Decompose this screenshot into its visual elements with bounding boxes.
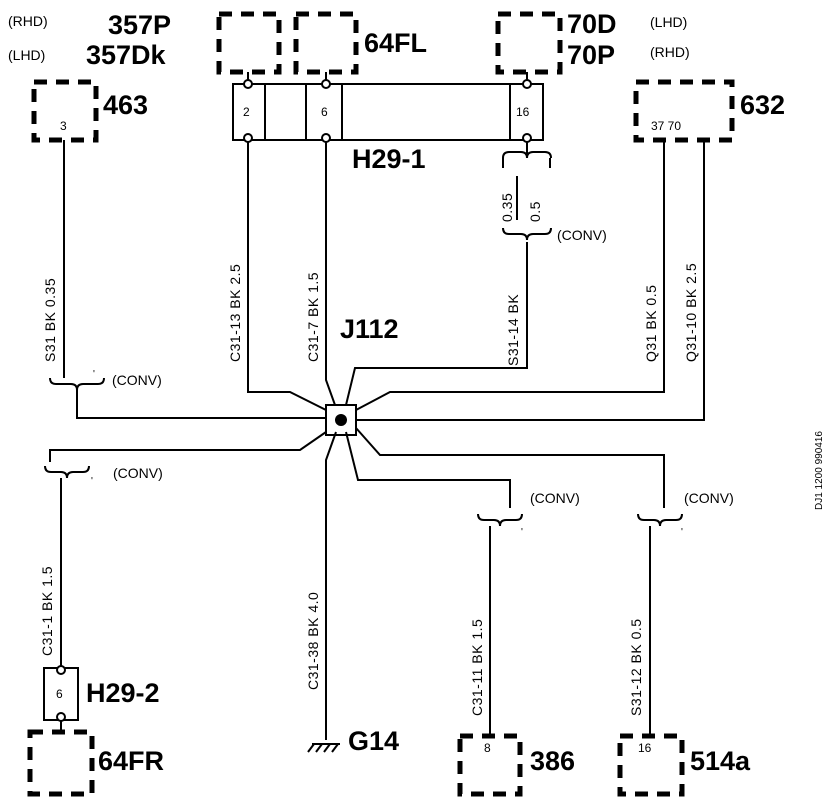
pin-terminal	[243, 133, 253, 143]
pin-terminal	[321, 133, 331, 143]
component-357dk-label: 357Dk	[86, 40, 167, 70]
wire-c31-38-label: C31-38 BK 4.0	[305, 592, 321, 690]
wire-c31-38[interactable]: C31-38 BK 4.0	[305, 431, 337, 740]
component-70-outline	[495, 11, 563, 75]
wire-c31-1-label: C31-1 BK 1.5	[39, 566, 55, 656]
component-463-label: 463	[103, 90, 148, 120]
connector-h29-2-body	[43, 667, 79, 721]
wire-q31-632-label: Q31 BK 0.5	[643, 285, 659, 362]
wire-s31-463[interactable]: S31 BK 0.35	[42, 140, 326, 419]
connector-h29-2-label: H29-2	[86, 678, 160, 708]
connector-h29-1-body	[232, 83, 544, 141]
conv-label-386: (CONV)	[530, 490, 580, 506]
splice-j112[interactable]: J112	[325, 314, 399, 436]
component-357-outline	[216, 11, 282, 75]
component-70[interactable]: 70D 70P (LHD) (RHD)	[495, 9, 690, 84]
pin-terminal	[243, 79, 253, 89]
wire-s31-12-label: S31-12 BK 0.5	[628, 618, 644, 716]
diagram-reference-code: DJ1 1200 990416	[814, 431, 825, 510]
pin-terminal	[321, 79, 331, 89]
h29-1-pin-2: 2	[243, 105, 250, 119]
svg-text:': '	[681, 527, 683, 538]
component-357-variant-lhd: (LHD)	[8, 47, 45, 63]
wire-c31-1[interactable]: ' (CONV) C31-1 BK 1.5	[39, 431, 327, 668]
component-514a-outline	[617, 733, 685, 797]
component-64fr-outline	[27, 729, 95, 797]
component-632-label: 632	[740, 90, 785, 120]
ground-g14-label: G14	[348, 726, 399, 756]
component-357p-label: 357P	[108, 10, 171, 40]
pin-terminal	[522, 79, 532, 89]
wire-q31-632[interactable]: Q31 BK 0.5	[355, 140, 665, 411]
svg-text:': '	[521, 527, 523, 538]
pin-terminal	[522, 133, 532, 143]
wire-q31-10[interactable]: Q31-10 BK 2.5	[356, 140, 705, 421]
wire-alt-0-35: 0.35	[499, 193, 515, 222]
connector-h29-2[interactable]: 6 H29-2	[43, 665, 160, 732]
component-70-variant-rhd: (RHD)	[650, 44, 690, 60]
wire-s31-14-label: S31-14 BK	[505, 294, 521, 366]
component-64fl-outline	[293, 11, 359, 75]
conv-label-514a: (CONV)	[684, 490, 734, 506]
svg-text:': '	[91, 476, 93, 487]
h29-2-pin: 6	[56, 687, 63, 701]
component-514a-pin: 16	[638, 741, 652, 755]
splice-j112-label: J112	[340, 314, 399, 344]
wire-c31-7[interactable]: C31-7 BK 1.5	[305, 142, 336, 406]
wire-s31-14[interactable]: 0.35 0.5 (CONV) S31-14 BK	[345, 142, 607, 406]
splice-dot	[335, 414, 347, 426]
wire-c31-11[interactable]: ' (CONV) C31-11 BK 1.5	[345, 431, 580, 736]
wire-q31-10-label: Q31-10 BK 2.5	[683, 263, 699, 362]
wire-c31-7-label: C31-7 BK 1.5	[305, 272, 321, 362]
component-70p-label: 70P	[567, 40, 615, 70]
component-64fl[interactable]: 64FL	[293, 11, 427, 84]
component-463-outline	[31, 79, 99, 143]
wire-s31-12[interactable]: ' (CONV) S31-12 BK 0.5	[355, 427, 734, 736]
component-632[interactable]: 37 70 632	[633, 79, 785, 143]
component-463[interactable]: 3 463	[31, 79, 148, 143]
component-64fr[interactable]: 64FR	[27, 729, 164, 797]
wire-c31-13[interactable]: C31-13 BK 2.5	[227, 142, 327, 411]
component-514a[interactable]: 16 514a	[617, 733, 751, 797]
component-357[interactable]: 357P 357Dk (RHD) (LHD)	[8, 10, 282, 84]
h29-1-pin-6: 6	[321, 105, 328, 119]
component-632-pins: 37 70	[651, 119, 681, 133]
component-632-outline	[633, 79, 735, 143]
conv-label-left-upper: (CONV)	[112, 372, 162, 388]
ground-g14[interactable]: G14	[307, 726, 399, 756]
component-70-variant-lhd: (LHD)	[650, 14, 687, 30]
svg-text:': '	[93, 369, 95, 380]
wire-c31-11-label: C31-11 BK 1.5	[469, 619, 485, 716]
component-386-outline	[457, 733, 523, 797]
conv-label-top: (CONV)	[557, 227, 607, 243]
h29-1-pin-16: 16	[516, 105, 530, 119]
connector-h29-1-label: H29-1	[352, 144, 426, 174]
wire-alt-0-5: 0.5	[527, 201, 543, 222]
component-463-pin: 3	[60, 119, 67, 133]
component-357-variant-rhd: (RHD)	[8, 13, 48, 29]
conv-junction-left-upper: ' (CONV)	[49, 369, 162, 391]
wire-s31-463-label: S31 BK 0.35	[42, 278, 58, 362]
component-64fr-label: 64FR	[98, 746, 164, 776]
component-514a-label: 514a	[690, 746, 751, 776]
component-386-label: 386	[530, 746, 575, 776]
component-64fl-label: 64FL	[364, 28, 427, 58]
component-70d-label: 70D	[567, 9, 617, 39]
conv-label-left-lower: (CONV)	[113, 465, 163, 481]
wire-c31-13-label: C31-13 BK 2.5	[227, 264, 243, 362]
component-386-pin: 8	[484, 741, 491, 755]
component-386[interactable]: 8 386	[457, 733, 575, 797]
connector-h29-1[interactable]: 2 6 16 H29-1	[232, 79, 544, 174]
